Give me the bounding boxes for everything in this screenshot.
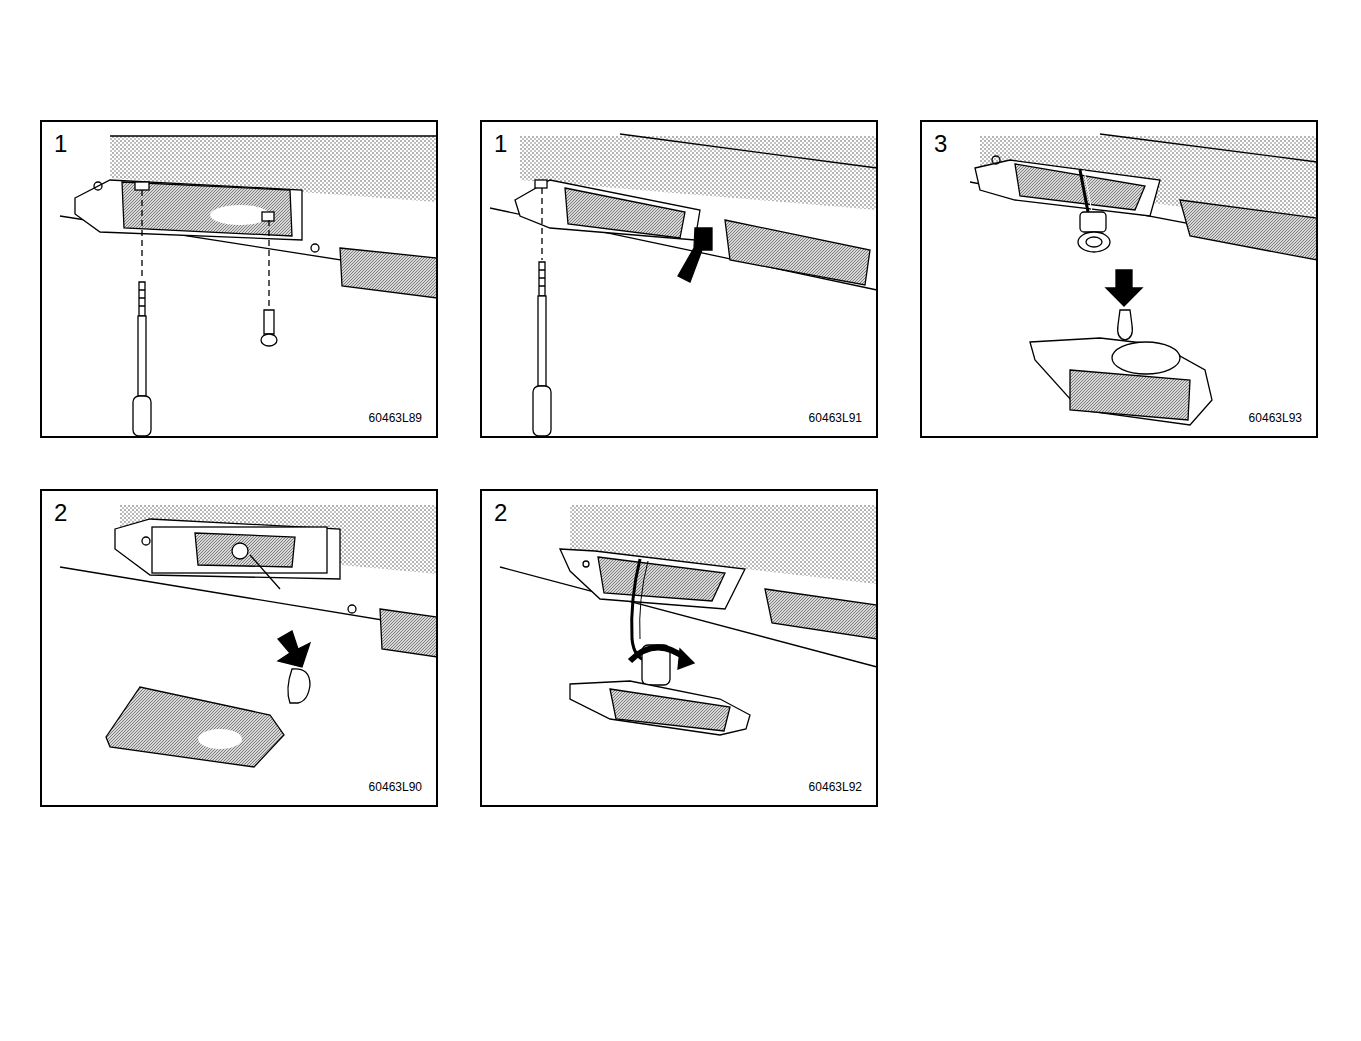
figure-panel: 1 60463L89 [40,120,438,438]
figure-code: 60463L91 [809,412,862,424]
figure-code: 60463L92 [809,781,862,793]
figure-code: 60463L93 [1249,412,1302,424]
figure-panel: 2 60463L90 [40,489,438,807]
figure-panel: 1 60463L91 [480,120,878,438]
figure-code: 60463L90 [369,781,422,793]
step-number: 2 [54,501,67,525]
step-number: 3 [934,132,947,156]
step-number: 1 [494,132,507,156]
figure-code: 60463L89 [369,412,422,424]
step-number: 1 [54,132,67,156]
step-number: 2 [494,501,507,525]
figure-panel: 3 60463L93 [920,120,1318,438]
figure-panel: 2 60463L92 [480,489,878,807]
